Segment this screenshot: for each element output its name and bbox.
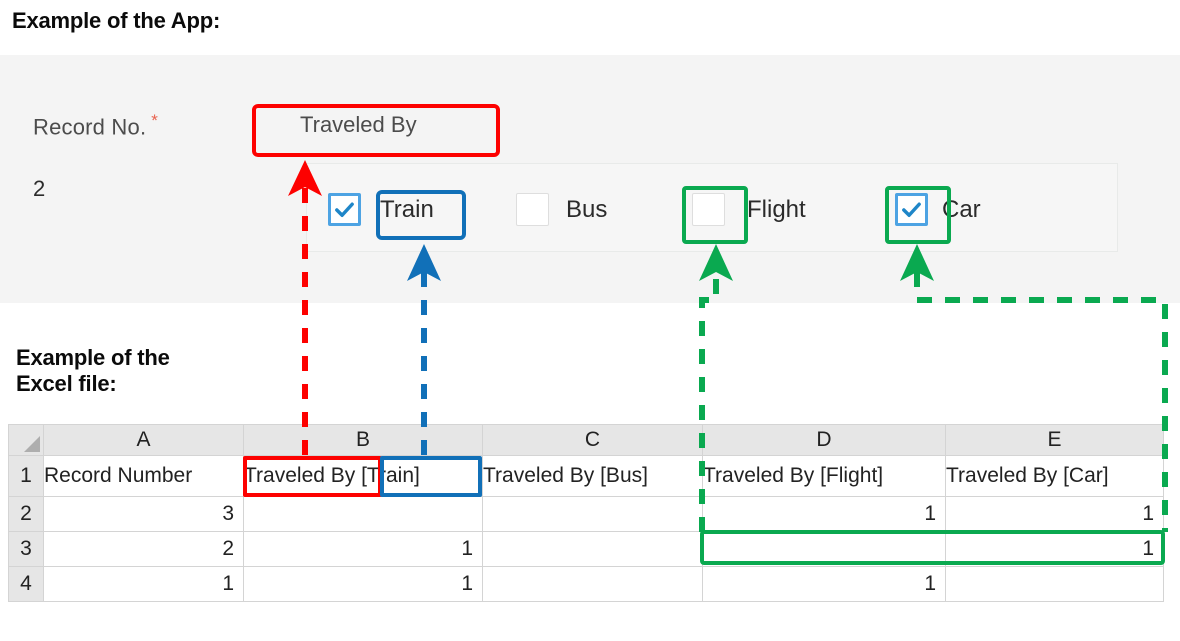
record-no-value: 2: [33, 176, 46, 201]
table-row: 4 1 1 1: [8, 566, 1164, 602]
cell-d2[interactable]: 1: [702, 496, 946, 532]
column-header-a[interactable]: A: [43, 424, 244, 456]
page-title-excel-example: Example of the Excel file:: [16, 345, 170, 396]
excel-table: A B C D E 1 Record Number Traveled By [T…: [8, 424, 1164, 602]
column-header-c[interactable]: C: [482, 424, 703, 456]
corner-triangle-icon: [24, 436, 40, 452]
app-form-panel: Record No.* 2 Traveled By Train Bus: [0, 55, 1180, 303]
column-header-d[interactable]: D: [702, 424, 946, 456]
cell-c3[interactable]: [482, 531, 703, 567]
annotation-box-blue-cell-b1-suffix: [380, 456, 482, 497]
option-train[interactable]: Train: [328, 193, 434, 226]
cell-a1[interactable]: Record Number: [43, 455, 244, 497]
excel-sheet: A B C D E 1 Record Number Traveled By [T…: [8, 424, 1164, 602]
table-row: 3 2 1 1: [8, 531, 1164, 567]
cell-d1[interactable]: Traveled By [Flight]: [702, 455, 946, 497]
table-row: 1 Record Number Traveled By [Train] Trav…: [8, 455, 1164, 497]
column-header-b[interactable]: B: [243, 424, 483, 456]
checkbox-checked-icon[interactable]: [328, 193, 361, 226]
column-header-e[interactable]: E: [945, 424, 1164, 456]
cell-a3[interactable]: 2: [43, 531, 244, 567]
annotation-box-red-field-label: [252, 104, 500, 157]
cell-b1[interactable]: Traveled By [Train]: [243, 455, 483, 497]
table-row: 2 3 1 1: [8, 496, 1164, 532]
row-header-1[interactable]: 1: [8, 455, 44, 497]
option-bus-label: Bus: [566, 195, 608, 223]
cell-e2[interactable]: 1: [945, 496, 1164, 532]
cell-b3[interactable]: 1: [243, 531, 483, 567]
annotation-box-green-row3-cells: [700, 530, 1165, 565]
required-asterisk-icon: *: [151, 111, 159, 130]
annotation-box-green-car-checkbox: [885, 186, 951, 244]
sheet-corner-select-all[interactable]: [8, 424, 44, 456]
annotation-box-red-cell-b1-prefix: [243, 456, 382, 497]
cell-a2[interactable]: 3: [43, 496, 244, 532]
record-no-label: Record No.*: [33, 111, 158, 140]
traveled-by-field-label: Traveled By: [300, 112, 417, 137]
cell-c1[interactable]: Traveled By [Bus]: [482, 455, 703, 497]
cell-a4[interactable]: 1: [43, 566, 244, 602]
checkbox-checked-icon[interactable]: [895, 193, 928, 226]
record-no-label-text: Record No.: [33, 114, 147, 140]
row-header-3[interactable]: 3: [8, 531, 44, 567]
cell-e4[interactable]: [945, 566, 1164, 602]
option-train-label: Train: [380, 195, 434, 223]
option-bus[interactable]: Bus: [516, 193, 607, 226]
annotation-box-green-flight-checkbox: [682, 186, 748, 244]
option-flight[interactable]: Flight: [692, 193, 806, 226]
page-title-app-example: Example of the App:: [12, 8, 221, 33]
row-header-4[interactable]: 4: [8, 566, 44, 602]
cell-c2[interactable]: [482, 496, 703, 532]
row-header-2[interactable]: 2: [8, 496, 44, 532]
option-flight-label: Flight: [747, 195, 806, 223]
annotation-box-blue-train-option: [376, 190, 466, 240]
checkbox-unchecked-icon[interactable]: [516, 193, 549, 226]
cell-b2[interactable]: [243, 496, 483, 532]
cell-d4[interactable]: 1: [702, 566, 946, 602]
cell-c4[interactable]: [482, 566, 703, 602]
cell-e1[interactable]: Traveled By [Car]: [945, 455, 1164, 497]
cell-b4[interactable]: 1: [243, 566, 483, 602]
column-letter-row: A B C D E: [8, 424, 1164, 456]
checkbox-unchecked-icon[interactable]: [692, 193, 725, 226]
